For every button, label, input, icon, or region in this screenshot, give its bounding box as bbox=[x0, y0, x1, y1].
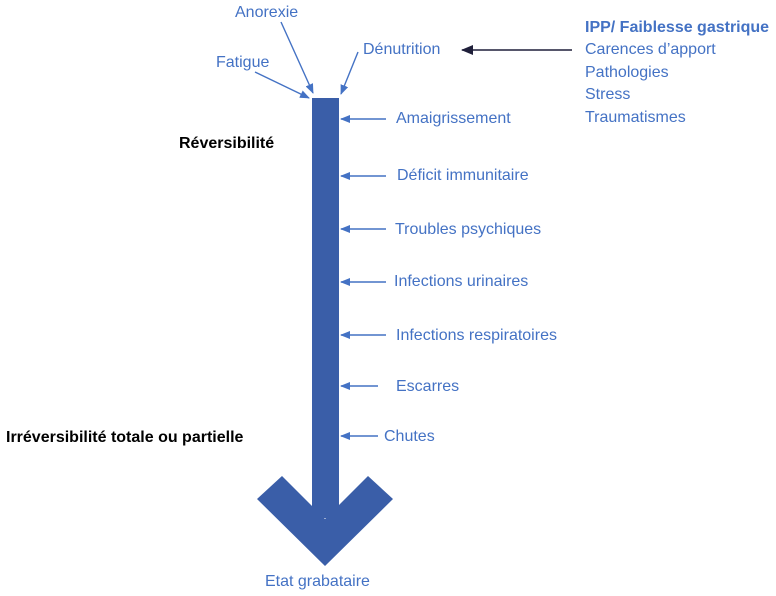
consequence-label: Chutes bbox=[384, 428, 435, 445]
cause-item: Traumatismes bbox=[585, 109, 686, 126]
cause-item: Carences d’apport bbox=[585, 41, 716, 58]
consequence-label: Amaigrissement bbox=[396, 110, 511, 127]
label-anorexie: Anorexie bbox=[235, 4, 299, 21]
cause-item: Pathologies bbox=[585, 64, 669, 81]
consequence-label: Déficit immunitaire bbox=[397, 167, 529, 184]
consequence-label: Infections respiratoires bbox=[396, 327, 557, 344]
stage-irreversibility: Irréversibilité totale ou partielle bbox=[6, 429, 244, 446]
label-fatigue: Fatigue bbox=[216, 54, 270, 71]
fatigue-arrow bbox=[254, 71, 310, 99]
consequence-label: Infections urinaires bbox=[394, 273, 529, 290]
main-arrow-shaft bbox=[312, 98, 339, 518]
anorexie-arrow bbox=[280, 21, 314, 94]
denutrition-arrow bbox=[340, 51, 359, 95]
consequence-label: Escarres bbox=[396, 378, 460, 395]
outcome-label: Etat grabataire bbox=[265, 573, 370, 590]
causes-title: IPP/ Faiblesse gastrique bbox=[585, 19, 770, 36]
main-arrow-head bbox=[257, 476, 393, 566]
label-denutrition: Dénutrition bbox=[363, 41, 441, 58]
cause-item: Stress bbox=[585, 86, 631, 103]
consequence-label: Troubles psychiques bbox=[395, 221, 542, 238]
stage-reversibility: Réversibilité bbox=[179, 135, 275, 152]
